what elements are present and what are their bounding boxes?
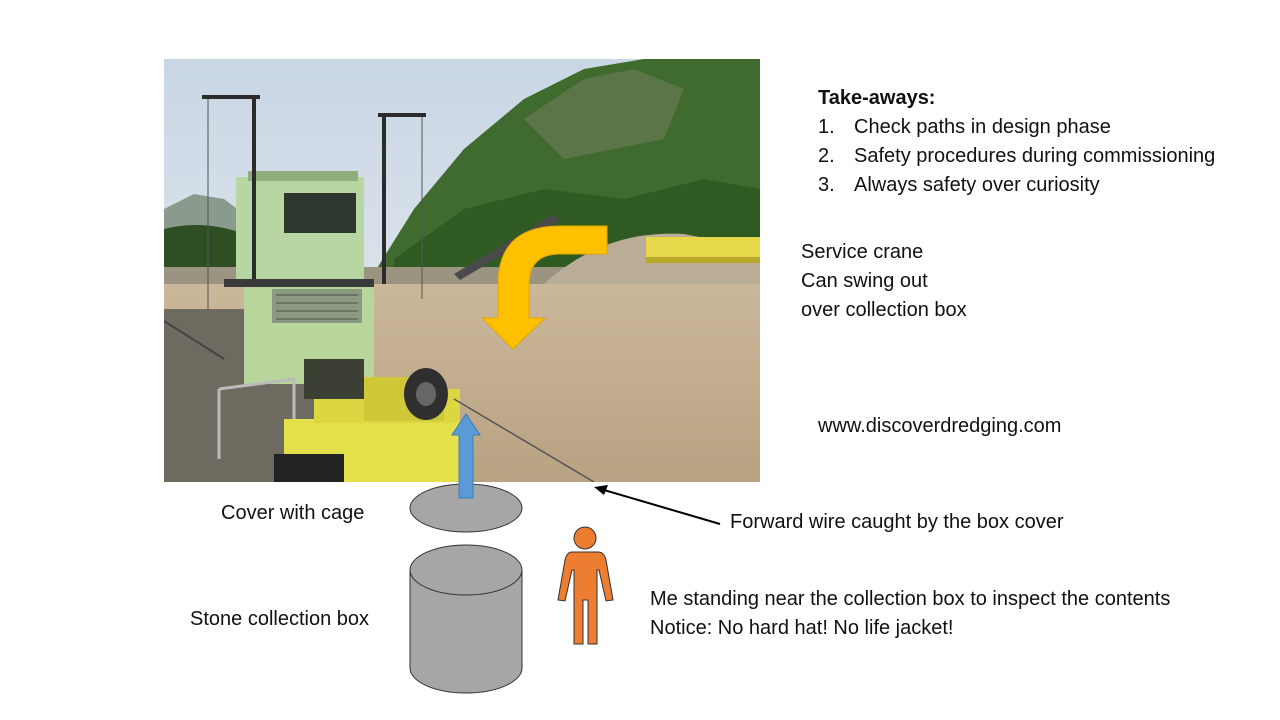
- list-item: 1.Check paths in design phase: [818, 116, 1111, 138]
- person-icon: [557, 526, 614, 645]
- box-label: Stone collection box: [190, 608, 370, 630]
- me-label: Me standing near the collection box to i…: [650, 585, 1170, 643]
- takeaways-list: 1.Check paths in design phase 2.Safety p…: [818, 113, 1215, 200]
- cylinder-icon: [409, 544, 523, 694]
- crane-note-line: Service crane: [801, 241, 924, 263]
- cover-ellipse: [409, 483, 523, 533]
- pointer-arrow-icon: [594, 485, 721, 525]
- crane-note: Service crane Can swing out over collect…: [801, 238, 967, 325]
- dredger-photo: [164, 59, 760, 482]
- takeaways-title: Take-aways:: [818, 87, 936, 109]
- crane-note-line: over collection box: [801, 299, 967, 321]
- website-text: www.discoverdredging.com: [818, 415, 1062, 437]
- list-item: 2.Safety procedures during commissioning: [818, 145, 1216, 167]
- takeaways-block: Take-aways: 1.Check paths in design phas…: [818, 84, 1215, 200]
- wire-label: Forward wire caught by the box cover: [730, 511, 1064, 533]
- notice-line: Notice: No hard hat! No life jacket!: [650, 617, 954, 639]
- crane-note-line: Can swing out: [801, 270, 928, 292]
- cover-label: Cover with cage: [221, 502, 365, 524]
- list-item: 3.Always safety over curiosity: [818, 174, 1100, 196]
- me-label-line: Me standing near the collection box to i…: [650, 588, 1171, 610]
